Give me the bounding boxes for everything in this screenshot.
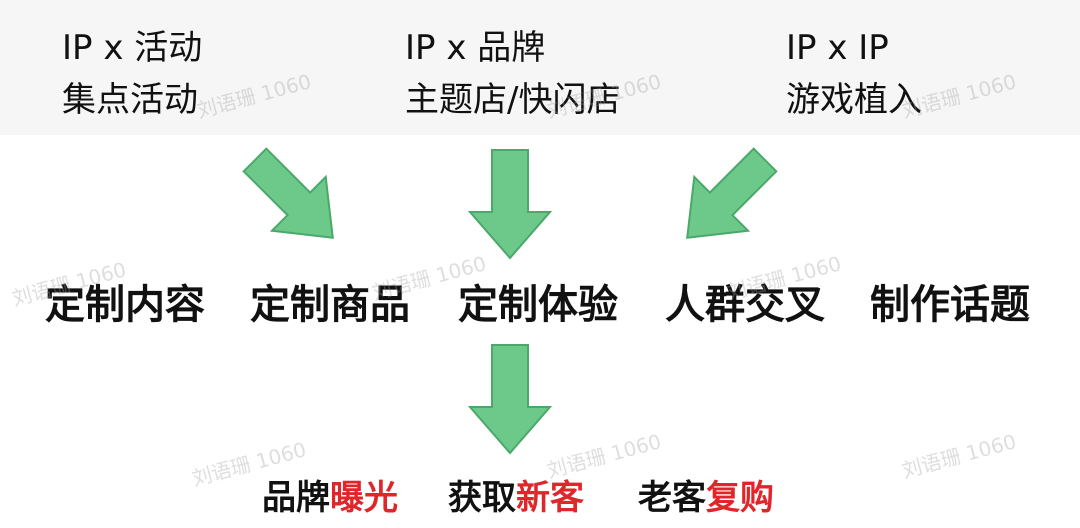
arrow-down-icon <box>467 149 553 260</box>
arrow-down-left-icon <box>686 147 778 239</box>
source-ip-activity: IP x 活动 集点活动 <box>62 22 202 126</box>
outcome-prefix: 获取 <box>448 478 516 518</box>
outcome-new-customers: 获取新客 <box>448 468 584 528</box>
outcome-highlight: 曝光 <box>330 478 398 518</box>
tactic-item: 定制内容 <box>45 282 205 328</box>
source-title: IP x 品牌 <box>405 28 546 68</box>
source-ip-brand: IP x 品牌 主题店/快闪店 <box>405 22 620 126</box>
source-subtitle: 集点活动 <box>62 80 198 120</box>
tactic-item: 定制体验 <box>458 282 618 328</box>
source-ip-ip: IP x IP 游戏植入 <box>786 22 922 126</box>
outcome-highlight: 新客 <box>516 478 584 518</box>
outcome-prefix: 品牌 <box>262 478 330 518</box>
outcome-highlight: 复购 <box>706 478 774 518</box>
source-subtitle: 主题店/快闪店 <box>405 80 621 120</box>
top-band <box>0 0 1080 135</box>
tactics-row: 定制内容 定制商品 定制体验 人群交叉 制作话题 <box>0 270 1080 340</box>
arrow-down-icon <box>467 344 553 455</box>
arrow-down-right-icon <box>242 147 334 239</box>
tactic-item: 定制商品 <box>250 282 410 328</box>
tactic-item: 人群交叉 <box>665 282 825 328</box>
tactic-item: 制作话题 <box>870 282 1030 328</box>
source-title: IP x 活动 <box>62 28 203 68</box>
outcome-repurchase: 老客复购 <box>638 468 774 528</box>
outcomes-row: 品牌曝光 获取新客 老客复购 <box>0 468 1080 528</box>
outcome-brand-exposure: 品牌曝光 <box>262 468 398 528</box>
source-title: IP x IP <box>786 28 889 68</box>
source-subtitle: 游戏植入 <box>786 80 922 120</box>
outcome-prefix: 老客 <box>638 478 706 518</box>
